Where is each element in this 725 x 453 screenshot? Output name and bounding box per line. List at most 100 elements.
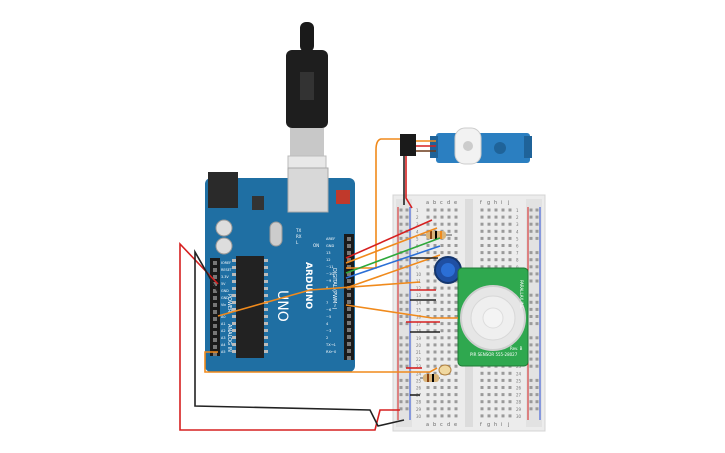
row-number: 2 bbox=[516, 215, 519, 220]
rail-hole bbox=[535, 215, 539, 219]
breadboard-hole bbox=[501, 407, 505, 411]
breadboard-hole bbox=[487, 236, 491, 240]
breadboard-hole bbox=[426, 307, 430, 311]
photoresistor[interactable] bbox=[438, 364, 452, 376]
breadboard-hole bbox=[501, 236, 505, 240]
breadboard-hole bbox=[433, 414, 437, 418]
rail-hole bbox=[529, 272, 533, 276]
rail-hole bbox=[535, 400, 539, 404]
resistor[interactable] bbox=[420, 374, 440, 382]
rail-hole bbox=[529, 293, 533, 297]
breadboard-hole bbox=[447, 236, 451, 240]
column-label: b bbox=[433, 422, 436, 428]
breadboard-hole bbox=[426, 329, 430, 333]
pin-label: GND bbox=[221, 289, 229, 293]
pin-label: A2 bbox=[221, 329, 225, 333]
breadboard-hole bbox=[487, 371, 491, 375]
breadboard-hole bbox=[433, 364, 437, 368]
capacitor bbox=[215, 237, 233, 255]
breadboard-hole bbox=[447, 300, 451, 304]
resistor[interactable] bbox=[420, 231, 452, 239]
pir-sensor: PARALLAX INC PIR SENSOR 555-28027 Rev. B bbox=[457, 267, 529, 367]
rail-hole bbox=[399, 386, 403, 389]
rail-hole bbox=[405, 215, 409, 219]
breadboard-hole bbox=[433, 251, 437, 255]
row-number: 6 bbox=[516, 244, 519, 249]
breadboard-hole bbox=[440, 343, 444, 347]
column-label: e bbox=[454, 200, 457, 206]
breadboard-hole bbox=[426, 244, 430, 247]
breadboard-hole bbox=[501, 215, 505, 219]
breadboard-hole bbox=[433, 393, 437, 397]
breadboard-hole bbox=[494, 236, 498, 240]
breadboard-hole bbox=[426, 393, 430, 397]
row-number: 8 bbox=[516, 258, 519, 263]
row-number: 9 bbox=[516, 265, 519, 270]
rail-hole bbox=[399, 357, 403, 361]
header-pin bbox=[213, 268, 217, 272]
breadboard-hole bbox=[454, 322, 458, 326]
header-pin bbox=[347, 314, 351, 318]
rail-hole bbox=[399, 364, 403, 368]
breadboard-hole bbox=[487, 414, 491, 418]
breadboard-hole bbox=[447, 386, 451, 389]
potentiometer[interactable] bbox=[434, 256, 462, 284]
header-pin bbox=[213, 289, 217, 293]
breadboard-hole bbox=[508, 258, 512, 262]
rail-hole bbox=[405, 307, 409, 311]
breadboard-hole bbox=[440, 300, 444, 304]
analog-sensor-wire bbox=[204, 351, 438, 373]
breadboard-hole bbox=[433, 279, 437, 283]
breadboard-hole bbox=[454, 386, 458, 389]
rail-hole bbox=[405, 293, 409, 297]
rail-hole bbox=[529, 215, 533, 219]
header-pin bbox=[347, 335, 351, 339]
breadboard-hole bbox=[494, 215, 498, 219]
breadboard-hole bbox=[494, 414, 498, 418]
rail-hole bbox=[399, 215, 403, 219]
pin-label: 13 bbox=[326, 251, 331, 255]
breadboard-hole bbox=[426, 272, 430, 276]
breadboard-hole bbox=[454, 229, 458, 233]
servo-power-to-rail-wire bbox=[405, 156, 413, 209]
column-label: f bbox=[480, 422, 482, 428]
breadboard-hole bbox=[440, 329, 444, 333]
reset-button[interactable] bbox=[336, 190, 350, 204]
pin-label: ~3 bbox=[326, 329, 331, 333]
row-number: 9 bbox=[416, 265, 419, 270]
row-number: 5 bbox=[416, 236, 419, 241]
header-pin bbox=[347, 237, 351, 241]
column-label: c bbox=[440, 422, 443, 428]
row-number: 24 bbox=[516, 371, 522, 376]
pin-label: 3.3V bbox=[221, 275, 229, 279]
breadboard-hole bbox=[501, 258, 505, 262]
breadboard-hole bbox=[494, 258, 498, 262]
header-pin bbox=[213, 275, 217, 279]
breadboard-hole bbox=[426, 357, 430, 361]
rail-hole bbox=[535, 393, 539, 397]
column-label: d bbox=[447, 422, 450, 428]
breadboard-hole bbox=[487, 407, 491, 411]
breadboard-hole bbox=[447, 357, 451, 361]
row-number: 3 bbox=[516, 222, 519, 227]
row-number: 23 bbox=[516, 364, 522, 369]
breadboard-hole bbox=[426, 208, 430, 212]
header-pin bbox=[347, 328, 351, 332]
breadboard-hole bbox=[440, 286, 444, 290]
rail-hole bbox=[535, 258, 539, 262]
on-led-label: ON bbox=[313, 243, 319, 248]
row-number: 28 bbox=[416, 400, 422, 405]
arduino-model: UNO bbox=[274, 290, 290, 322]
rail-hole bbox=[399, 378, 403, 382]
breadboard-hole bbox=[454, 350, 458, 354]
rail-hole bbox=[535, 315, 539, 318]
breadboard-hole bbox=[487, 251, 491, 255]
column-label: h bbox=[494, 422, 497, 428]
row-number: 4 bbox=[416, 229, 419, 234]
header-pin bbox=[347, 321, 351, 325]
column-label: i bbox=[501, 200, 502, 206]
servo-signal-to-pin-wire bbox=[346, 138, 400, 269]
breadboard-hole bbox=[426, 265, 430, 269]
row-number: 5 bbox=[516, 236, 519, 241]
